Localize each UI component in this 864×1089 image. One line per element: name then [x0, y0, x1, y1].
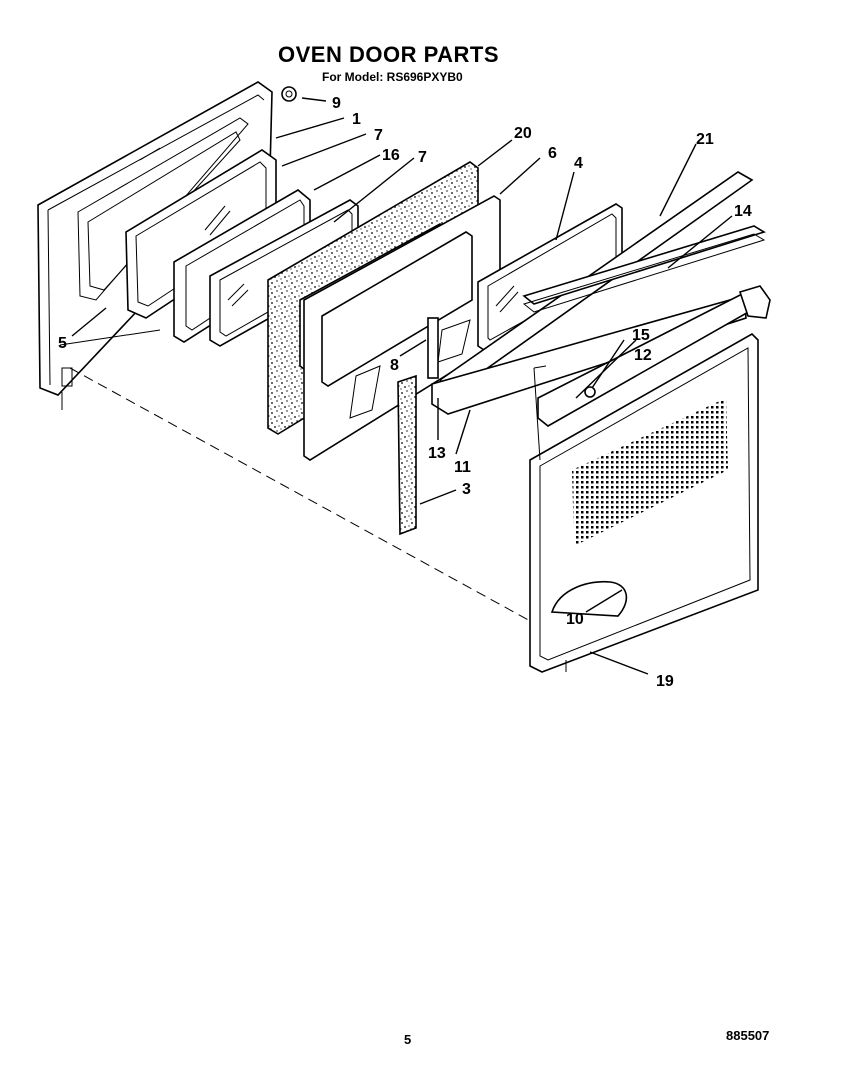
vent-trim-strip	[522, 225, 766, 313]
callout-16: 16	[382, 147, 400, 164]
callout-12: 12	[634, 347, 652, 364]
callout-14: 14	[734, 203, 752, 220]
side-strip	[397, 374, 417, 536]
screw-icon	[281, 86, 297, 102]
alignment-line	[69, 367, 533, 623]
callout-13: 13	[428, 445, 446, 462]
callout-7a: 7	[374, 127, 383, 144]
callout-8: 8	[390, 357, 399, 374]
model-subtitle: For Model: RS696PXYB0	[322, 70, 463, 84]
page-number: 5	[404, 1032, 412, 1047]
callout-6: 6	[548, 145, 557, 162]
leader-lines	[71, 97, 733, 675]
callout-21: 21	[696, 131, 714, 148]
callout-labels: 9 1 7 16 7 20 6 4 21 14 5 8 15 12 13 11 …	[58, 95, 752, 690]
callout-10: 10	[566, 611, 584, 628]
callout-4: 4	[574, 155, 583, 172]
callout-19: 19	[656, 673, 674, 690]
callout-11: 11	[454, 459, 471, 476]
callout-3: 3	[462, 481, 471, 498]
page-title: OVEN DOOR PARTS	[278, 42, 500, 67]
callout-9: 9	[332, 95, 341, 112]
hinge-bracket	[427, 317, 439, 379]
lower-bar	[431, 294, 747, 415]
callout-15: 15	[632, 327, 650, 344]
callout-5: 5	[58, 335, 67, 352]
callout-20: 20	[514, 125, 532, 142]
callout-7b: 7	[418, 149, 427, 166]
front-door-panel	[529, 333, 759, 673]
callout-1: 1	[352, 111, 361, 128]
door-handle	[537, 285, 771, 427]
document-number: 885507	[726, 1028, 770, 1043]
